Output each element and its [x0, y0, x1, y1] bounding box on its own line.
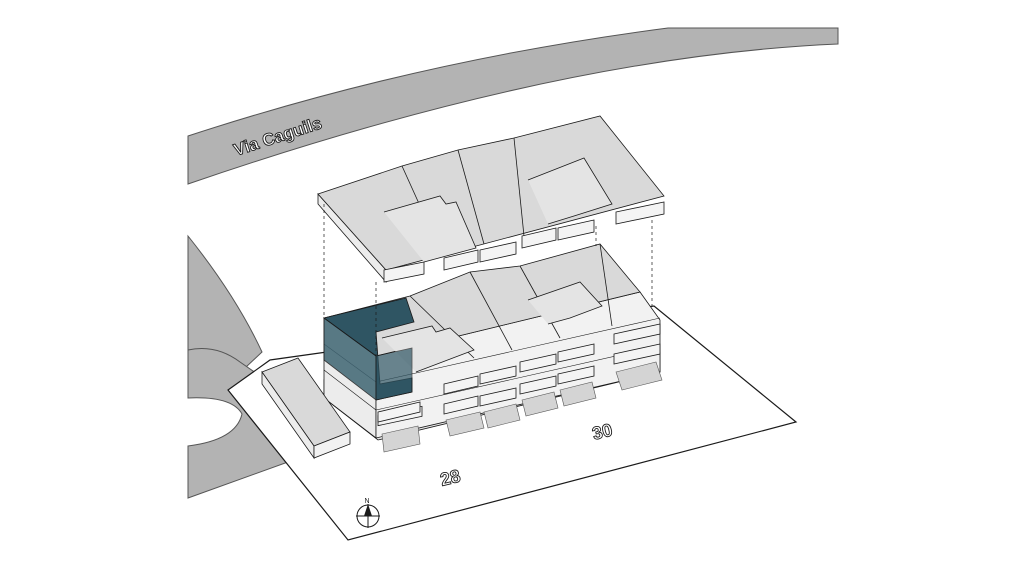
upper-balconies — [383, 201, 665, 283]
partition-line — [513, 137, 525, 237]
balcony — [443, 395, 479, 415]
projection-lines — [323, 204, 653, 356]
partition-line — [599, 243, 613, 327]
balcony — [519, 375, 557, 395]
balcony — [521, 227, 557, 249]
balcony — [557, 219, 595, 241]
balcony — [557, 365, 595, 385]
shadow — [483, 403, 521, 429]
balcony — [479, 387, 517, 407]
road-via-caguils — [187, 27, 839, 185]
floor-line — [375, 345, 661, 411]
road-side-branch — [187, 234, 263, 385]
highlighted-unit-front — [375, 347, 413, 401]
canopy-structure — [261, 357, 351, 460]
shadow — [521, 391, 559, 417]
highlighted-unit — [323, 297, 415, 401]
balcony — [443, 249, 479, 271]
balcony — [519, 353, 557, 373]
upper-courtyard-right — [527, 157, 613, 225]
upper-courtyard-left — [383, 195, 477, 263]
ground-shadows — [381, 361, 663, 453]
shadow — [615, 361, 663, 391]
balcony — [615, 201, 665, 225]
partition-line — [457, 149, 485, 245]
balcony — [443, 375, 479, 395]
north-arrow-icon: N — [356, 498, 380, 528]
shadow — [559, 381, 597, 407]
balcony — [383, 261, 425, 283]
partition-line — [469, 271, 513, 351]
balcony — [557, 343, 595, 363]
lower-balconies — [377, 323, 661, 427]
upper-floor-slab — [317, 115, 665, 271]
floor-line — [323, 369, 377, 411]
floor-line — [375, 317, 661, 383]
upper-floor-exploded — [317, 115, 665, 284]
north-label: N — [365, 498, 370, 505]
balcony — [479, 241, 517, 263]
shadow — [381, 425, 421, 453]
balcony — [613, 323, 661, 345]
shadow — [445, 411, 485, 437]
balcony — [479, 365, 517, 385]
balcony — [613, 343, 661, 365]
lower-courtyard-right — [527, 281, 603, 325]
canopy-front — [313, 431, 351, 459]
balcony — [377, 401, 421, 423]
